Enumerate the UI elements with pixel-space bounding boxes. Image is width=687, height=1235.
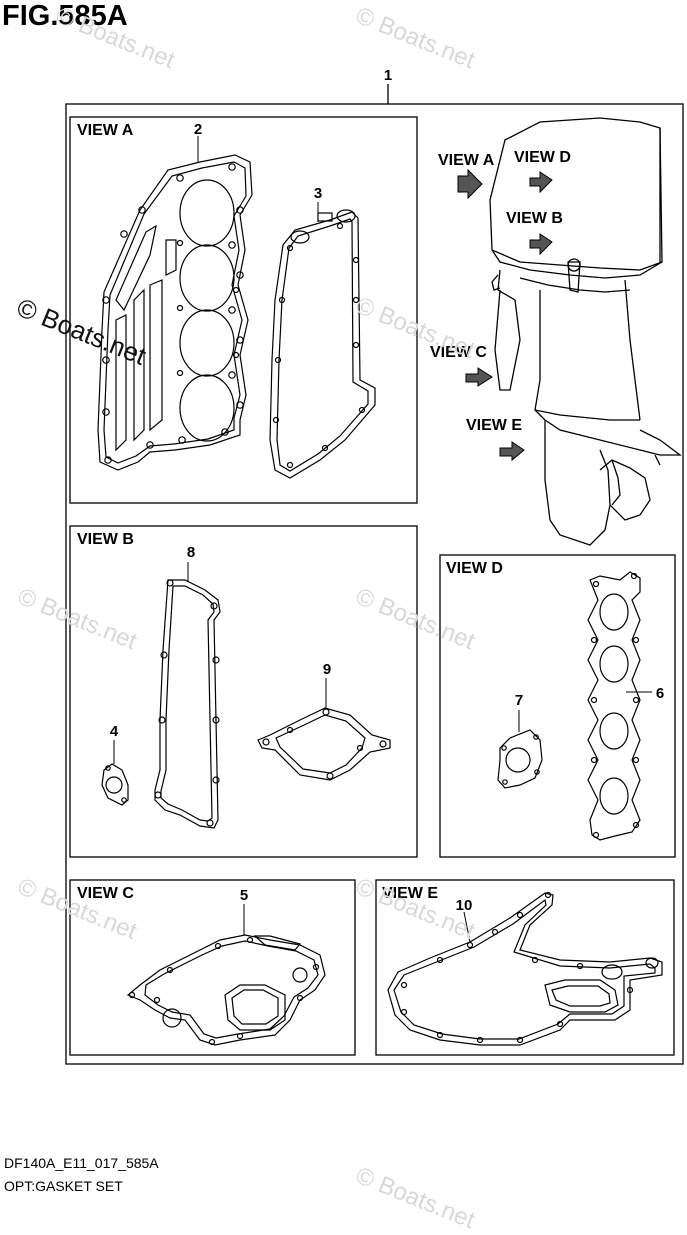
arrow-view-c bbox=[465, 367, 493, 387]
part-4-small-gasket bbox=[101, 740, 129, 806]
view-c-label: VIEW C bbox=[77, 885, 134, 902]
view-d-frame bbox=[439, 554, 676, 858]
engine-label-view-b: VIEW B bbox=[506, 210, 563, 227]
exploded-parts-diagram: VIEW A VIEW B VIEW D VIEW C VIEW E VIEW … bbox=[65, 67, 684, 1065]
figure-title: FIG.585A bbox=[2, 0, 128, 32]
view-e-frame bbox=[375, 879, 675, 1056]
callout-7: 7 bbox=[515, 692, 523, 709]
arrow-view-e bbox=[499, 441, 525, 462]
callout-8: 8 bbox=[187, 544, 195, 561]
engine-label-view-c: VIEW C bbox=[430, 344, 487, 361]
figure-caption: OPT:GASKET SET bbox=[4, 1178, 123, 1194]
engine-label-view-d: VIEW D bbox=[514, 149, 571, 166]
view-a-label: VIEW A bbox=[77, 122, 134, 139]
callout-1: 1 bbox=[384, 67, 392, 84]
callout-5: 5 bbox=[240, 887, 248, 904]
view-e-label: VIEW E bbox=[382, 885, 438, 902]
part-3-cover-gasket bbox=[269, 202, 376, 479]
part-2-head-gasket bbox=[97, 136, 253, 471]
part-7-small-gasket bbox=[497, 710, 543, 789]
engine-label-view-e: VIEW E bbox=[466, 417, 522, 434]
part-5-gasket bbox=[126, 904, 326, 1046]
view-b-frame bbox=[69, 525, 418, 858]
arrow-view-d bbox=[529, 171, 553, 194]
figure-code: DF140A_E11_017_585A bbox=[4, 1155, 159, 1171]
callout-6: 6 bbox=[656, 685, 664, 702]
part-10-gasket bbox=[387, 891, 663, 1046]
view-d-label: VIEW D bbox=[446, 560, 503, 577]
outboard-engine bbox=[489, 117, 682, 546]
view-a-frame bbox=[69, 116, 418, 504]
callout-10: 10 bbox=[456, 897, 473, 914]
engine-pointer-arrows bbox=[457, 168, 553, 462]
view-c-frame bbox=[69, 879, 356, 1056]
assembly-frame bbox=[65, 103, 684, 1065]
callout-3: 3 bbox=[314, 185, 322, 202]
arrow-view-b bbox=[529, 233, 553, 256]
view-b-label: VIEW B bbox=[77, 531, 134, 548]
arrow-view-a bbox=[457, 168, 483, 200]
part-9-gasket bbox=[257, 678, 391, 781]
engine-label-view-a: VIEW A bbox=[438, 152, 495, 169]
callout-9: 9 bbox=[323, 661, 331, 678]
part-6-manifold-gasket bbox=[587, 571, 652, 841]
callout-2: 2 bbox=[194, 121, 202, 138]
callout-4: 4 bbox=[110, 723, 119, 740]
part-8-long-gasket bbox=[154, 562, 221, 829]
